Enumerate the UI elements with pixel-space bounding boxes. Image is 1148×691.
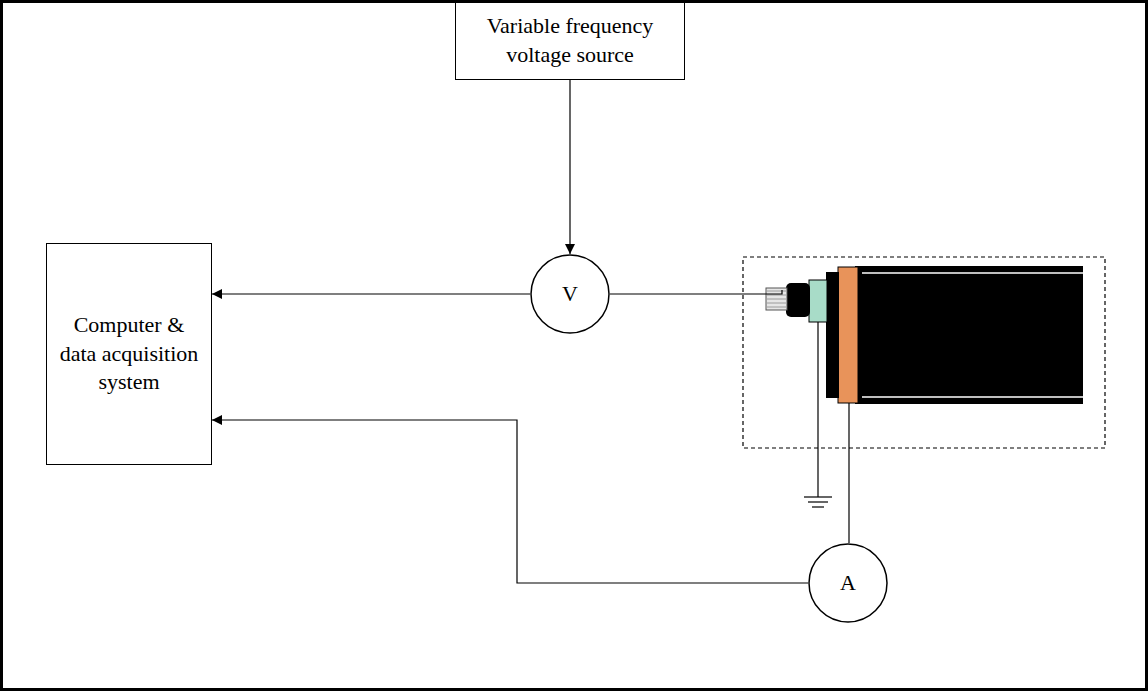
cable-sample <box>766 266 1083 404</box>
conductor <box>766 288 787 310</box>
outer-semicon <box>826 272 839 398</box>
source-box: Variable frequency voltage source <box>455 2 685 80</box>
meter-label: V <box>562 280 578 309</box>
insulation-layer <box>809 280 827 322</box>
voltmeter-circle: V <box>530 254 610 334</box>
signal-connector <box>569 80 570 254</box>
meter-label: A <box>840 569 856 598</box>
connector-layer <box>212 80 808 583</box>
outer-jacket <box>855 266 1083 404</box>
signal-connector <box>212 293 530 294</box>
box-label: Variable frequency voltage source <box>463 12 677 69</box>
ground-symbol <box>804 497 832 507</box>
box-label: Computer & data acquisition system <box>54 311 204 397</box>
ammeter-circle: A <box>808 543 888 623</box>
ground-lead <box>817 322 818 497</box>
daq-box: Computer & data acquisition system <box>46 243 212 465</box>
sheath-lead <box>848 403 849 543</box>
signal-connector <box>212 420 808 583</box>
hv-lead <box>610 290 782 294</box>
inner-semicon <box>786 283 810 317</box>
test-enclosure <box>743 257 1105 448</box>
metallic-sheath <box>838 267 858 403</box>
jacket-highlight <box>862 272 1083 274</box>
jacket-highlight <box>862 396 1083 398</box>
